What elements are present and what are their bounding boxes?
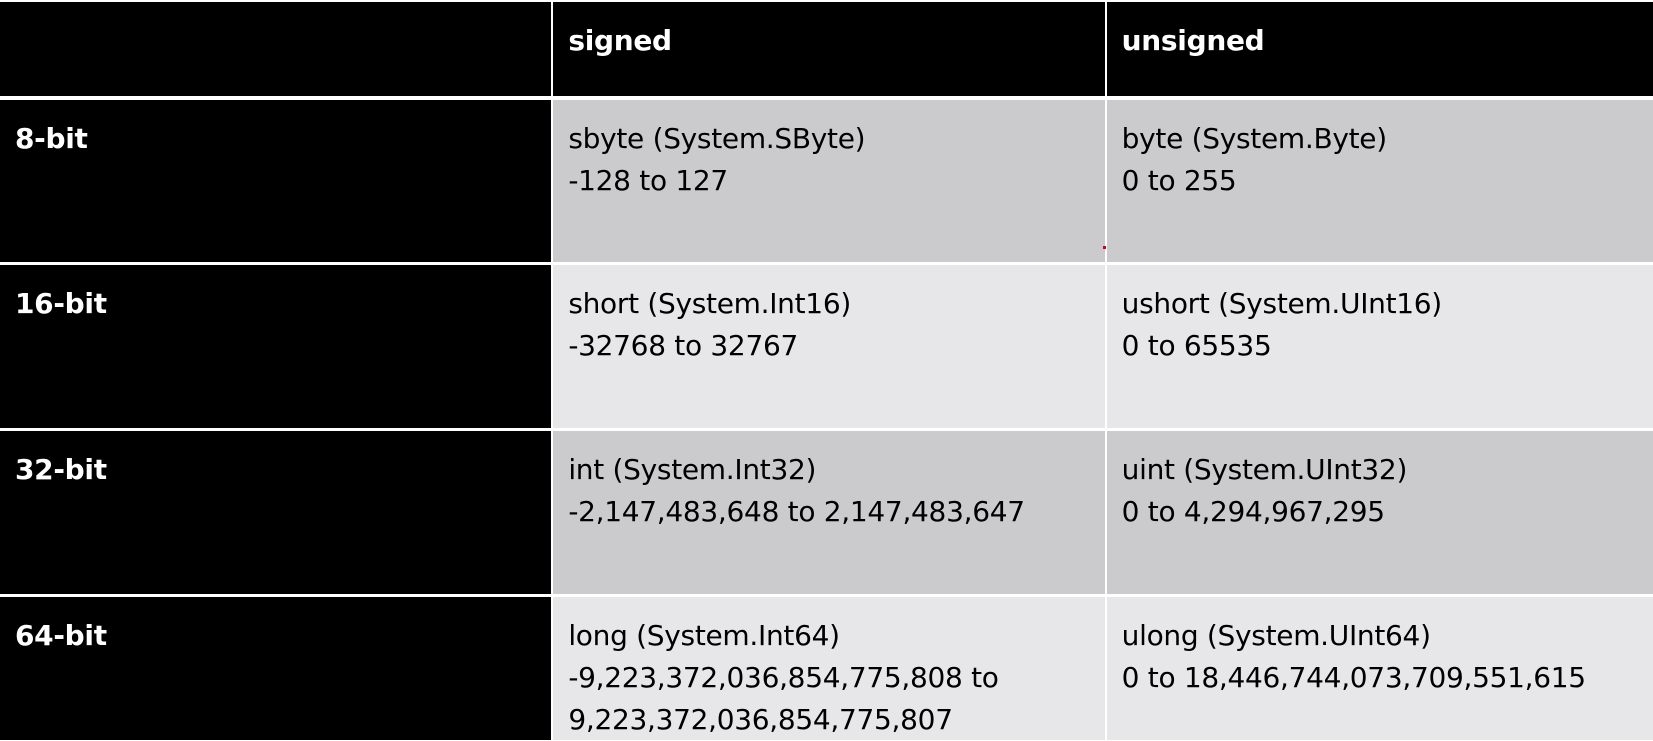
row-label-16-bit: 16-bit bbox=[0, 265, 552, 428]
unsigned-range-64-bit: 0 to 18,446,744,073,709,551,615 bbox=[1121, 661, 1586, 694]
signed-type-64-bit: long (System.Int64) bbox=[568, 619, 840, 652]
signed-type-8-bit: sbyte (System.SByte) bbox=[568, 122, 866, 155]
unsigned-type-16-bit: ushort (System.UInt16) bbox=[1121, 287, 1443, 320]
unsigned-type-8-bit: byte (System.Byte) bbox=[1121, 122, 1388, 155]
table-row-64-bit: 64-bit long (System.Int64) -9,223,372,03… bbox=[0, 597, 1653, 740]
unsigned-cell-64-bit: ulong (System.UInt64) 0 to 18,446,744,07… bbox=[1106, 597, 1653, 740]
signed-range-16-bit: -32768 to 32767 bbox=[568, 329, 798, 362]
signed-cell-32-bit: int (System.Int32) -2,147,483,648 to 2,1… bbox=[553, 431, 1105, 594]
table-row-32-bit: 32-bit int (System.Int32) -2,147,483,648… bbox=[0, 431, 1653, 594]
table-row-8-bit: 8-bit sbyte (System.SByte) -128 to 127 b… bbox=[0, 100, 1653, 262]
signed-range-8-bit: -128 to 127 bbox=[568, 164, 728, 197]
signed-type-32-bit: int (System.Int32) bbox=[568, 453, 817, 486]
header-corner-cell bbox=[0, 2, 552, 96]
row-label-32-bit: 32-bit bbox=[0, 431, 552, 594]
signed-range-64-bit: -9,223,372,036,854,775,808 to 9,223,372,… bbox=[568, 661, 999, 736]
header-signed: signed bbox=[553, 2, 1105, 96]
unsigned-cell-32-bit: uint (System.UInt32) 0 to 4,294,967,295 bbox=[1106, 431, 1653, 594]
row-label-64-bit: 64-bit bbox=[0, 597, 552, 740]
unsigned-range-32-bit: 0 to 4,294,967,295 bbox=[1121, 495, 1385, 528]
unsigned-type-32-bit: uint (System.UInt32) bbox=[1121, 453, 1408, 486]
signed-cell-64-bit: long (System.Int64) -9,223,372,036,854,7… bbox=[553, 597, 1105, 740]
unsigned-type-64-bit: ulong (System.UInt64) bbox=[1121, 619, 1431, 652]
table-row-16-bit: 16-bit short (System.Int16) -32768 to 32… bbox=[0, 265, 1653, 428]
table-header-row: signed unsigned bbox=[0, 2, 1653, 96]
unsigned-range-16-bit: 0 to 65535 bbox=[1121, 329, 1272, 362]
unsigned-range-8-bit: 0 to 255 bbox=[1121, 164, 1237, 197]
signed-type-16-bit: short (System.Int16) bbox=[568, 287, 851, 320]
signed-cell-16-bit: short (System.Int16) -32768 to 32767 bbox=[553, 265, 1105, 428]
unsigned-cell-16-bit: ushort (System.UInt16) 0 to 65535 bbox=[1106, 265, 1653, 428]
unsigned-cell-8-bit: byte (System.Byte) 0 to 255 bbox=[1106, 100, 1653, 262]
red-dot-marker bbox=[1103, 246, 1106, 249]
signed-cell-8-bit: sbyte (System.SByte) -128 to 127 bbox=[553, 100, 1105, 262]
signed-range-32-bit: -2,147,483,648 to 2,147,483,647 bbox=[568, 495, 1025, 528]
header-unsigned: unsigned bbox=[1106, 2, 1653, 96]
row-label-8-bit: 8-bit bbox=[0, 100, 552, 262]
